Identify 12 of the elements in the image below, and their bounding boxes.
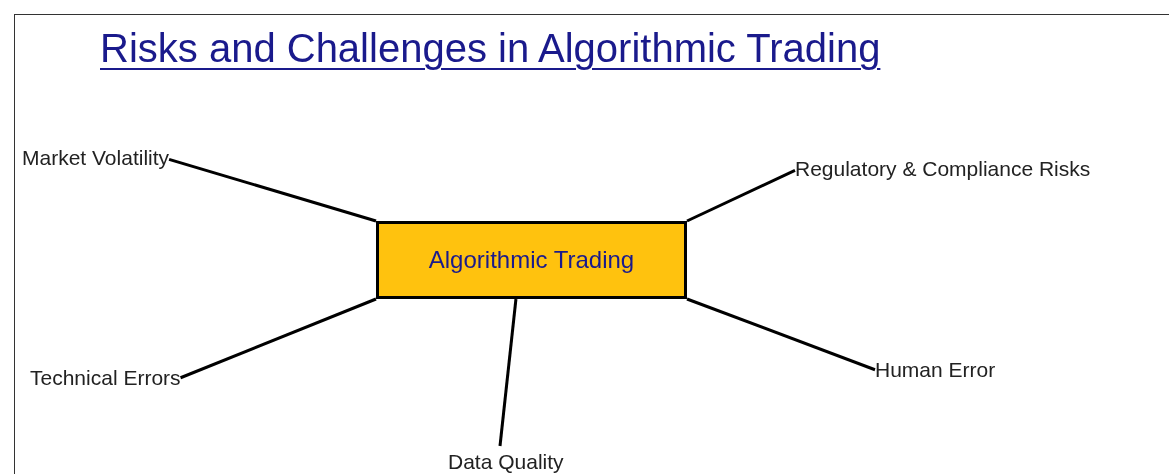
connector-line (168, 157, 377, 223)
risk-label: Market Volatility (22, 142, 170, 174)
connector-line (686, 168, 796, 223)
risk-label: Regulatory & Compliance Risks (795, 153, 1091, 185)
connector-line (686, 297, 876, 372)
risk-label: Data Quality (448, 446, 564, 474)
title: Risks and Challenges in Algorithmic Trading (100, 25, 881, 72)
risk-label: Technical Errors (30, 362, 181, 394)
central-box: Algorithmic Trading (376, 221, 687, 299)
connector-line (498, 298, 518, 447)
connector-line (180, 297, 377, 380)
risk-label: Human Error (875, 354, 996, 386)
